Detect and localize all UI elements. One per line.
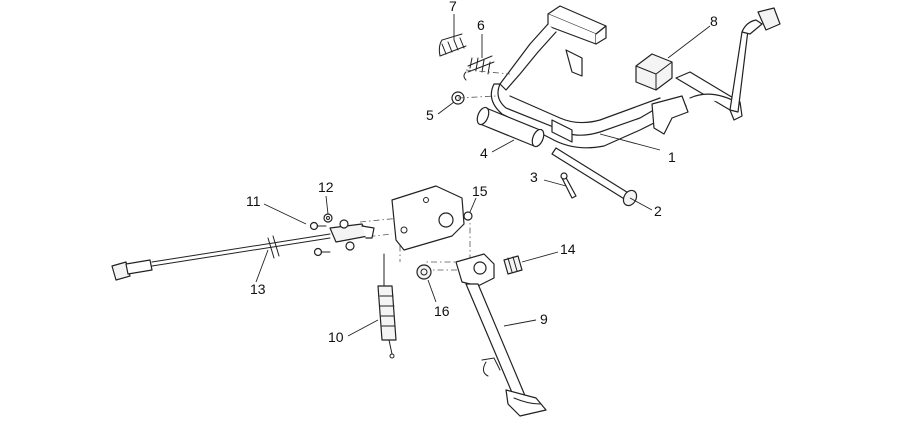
side-stand-switch — [329, 219, 375, 251]
screw — [309, 221, 331, 257]
leader-lines — [255, 14, 711, 337]
callout-7: 7 — [449, 0, 457, 14]
switch-cable — [111, 233, 331, 281]
callout-8: 8 — [710, 13, 718, 29]
nut — [323, 213, 333, 223]
side-stand — [455, 253, 547, 417]
rubber-foot-pad — [635, 53, 673, 91]
callout-16: 16 — [434, 303, 450, 319]
callout-5: 5 — [426, 107, 434, 123]
callout-15: 15 — [472, 183, 488, 199]
side-stand-spring — [377, 253, 397, 359]
callout-2: 2 — [654, 203, 662, 219]
rubber-stop — [503, 255, 523, 275]
roller-sleeve — [476, 106, 545, 148]
split-pin — [560, 172, 577, 199]
bush — [416, 264, 432, 280]
callout-9: 9 — [540, 311, 548, 327]
callout-13: 13 — [250, 281, 266, 297]
switch-bracket — [391, 185, 473, 251]
callout-labels: 1 2 3 4 5 6 7 8 9 10 11 12 13 14 15 16 — [246, 0, 718, 345]
callout-3: 3 — [530, 169, 538, 185]
stand-lever-arm — [729, 7, 781, 113]
callout-10: 10 — [328, 329, 344, 345]
callout-12: 12 — [318, 179, 334, 195]
callout-14: 14 — [560, 241, 576, 257]
callout-11: 11 — [246, 193, 261, 209]
callout-4: 4 — [480, 145, 488, 161]
callout-1: 1 — [668, 149, 676, 165]
callout-6: 6 — [477, 17, 485, 33]
small-spring — [463, 55, 495, 81]
large-spring — [438, 33, 467, 57]
